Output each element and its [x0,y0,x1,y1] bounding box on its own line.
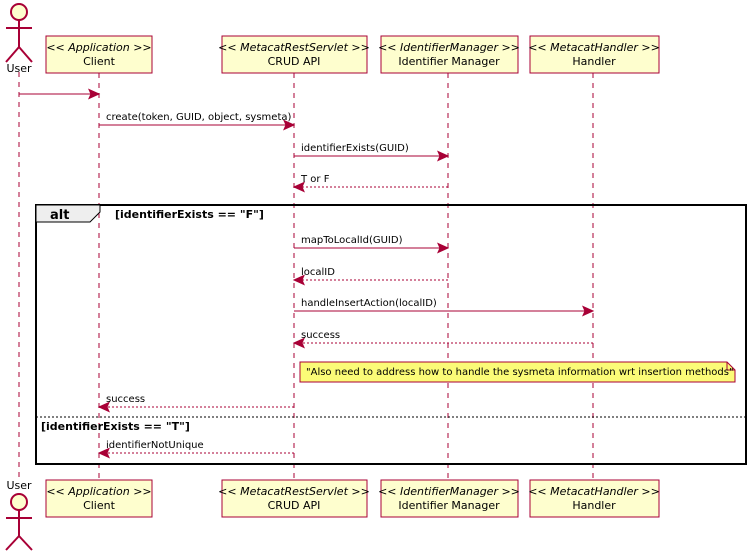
handler-label-top: Handler [572,55,616,68]
note-text: "Also need to address how to handle the … [306,367,734,378]
crud-api-box-bottom [221,479,368,518]
reply-local-id: localID [292,267,448,286]
client-label-top: Client [83,55,116,68]
user-label-top: User [6,62,32,75]
message-map-to-local-id: mapToLocalId(GUID) [294,235,450,254]
crud-api-label-bottom: CRUD API [268,499,321,512]
client-stereotype-top: << Application >> [46,41,151,54]
client-stereotype-bottom: << Application >> [46,485,151,498]
client-box-bottom [45,479,153,518]
handler-box-top [529,35,660,74]
alt-frame-tab [35,204,101,223]
identifier-manager-box-top [380,35,519,74]
message-create-label: create(token, GUID, object, sysmeta) [106,112,291,123]
reply-t-or-f-label: T or F [300,174,330,185]
message-map-to-local-id-label: mapToLocalId(GUID) [301,235,403,246]
client-label-bottom: Client [83,499,116,512]
actor-user-bottom [5,493,33,551]
client-box-top [45,35,153,74]
alt-keyword: alt [50,208,69,223]
identifier-manager-label-bottom: Identifier Manager [398,499,500,512]
handler-stereotype-bottom: << MetacatHandler >> [528,485,660,498]
identifier-manager-label-top: Identifier Manager [398,55,500,68]
identifier-manager-stereotype-bottom: << IdentifierManager >> [378,485,520,498]
reply-success-handler-label: success [301,330,340,341]
alt-guard-1: [identifierExists == "F"] [115,208,264,221]
reply-success-handler: success [292,330,593,349]
identifier-manager-stereotype-top: << IdentifierManager >> [378,41,520,54]
handler-label-bottom: Handler [572,499,616,512]
reply-identifier-not-unique: identifierNotUnique [97,440,294,459]
handler-stereotype-top: << MetacatHandler >> [528,41,660,54]
message-user-to-client [19,88,101,100]
message-handle-insert-action: handleInsertAction(localID) [294,298,595,317]
actor-user-top [5,3,33,63]
reply-success-client-label: success [106,394,145,405]
reply-t-or-f: T or F [292,174,448,193]
reply-identifier-not-unique-label: identifierNotUnique [106,440,204,451]
message-identifier-exists: identifierExists(GUID) [294,143,450,162]
message-handle-insert-action-label: handleInsertAction(localID) [301,298,437,309]
crud-api-stereotype-bottom: << MetacatRestServlet >> [218,485,370,498]
alt-frame [35,204,747,465]
handler-box-bottom [529,479,660,518]
alt-guard-2: [identifierExists == "T"] [41,420,190,433]
crud-api-box-top [221,35,368,74]
identifier-manager-box-bottom [380,479,519,518]
user-label-bottom: User [6,479,32,492]
message-identifier-exists-label: identifierExists(GUID) [301,143,409,154]
crud-api-label-top: CRUD API [268,55,321,68]
message-create: create(token, GUID, object, sysmeta) [99,112,296,131]
crud-api-stereotype-top: << MetacatRestServlet >> [218,41,370,54]
reply-success-client: success [97,394,294,413]
reply-local-id-label: localID [301,267,335,278]
note-sysmeta: "Also need to address how to handle the … [299,361,736,383]
